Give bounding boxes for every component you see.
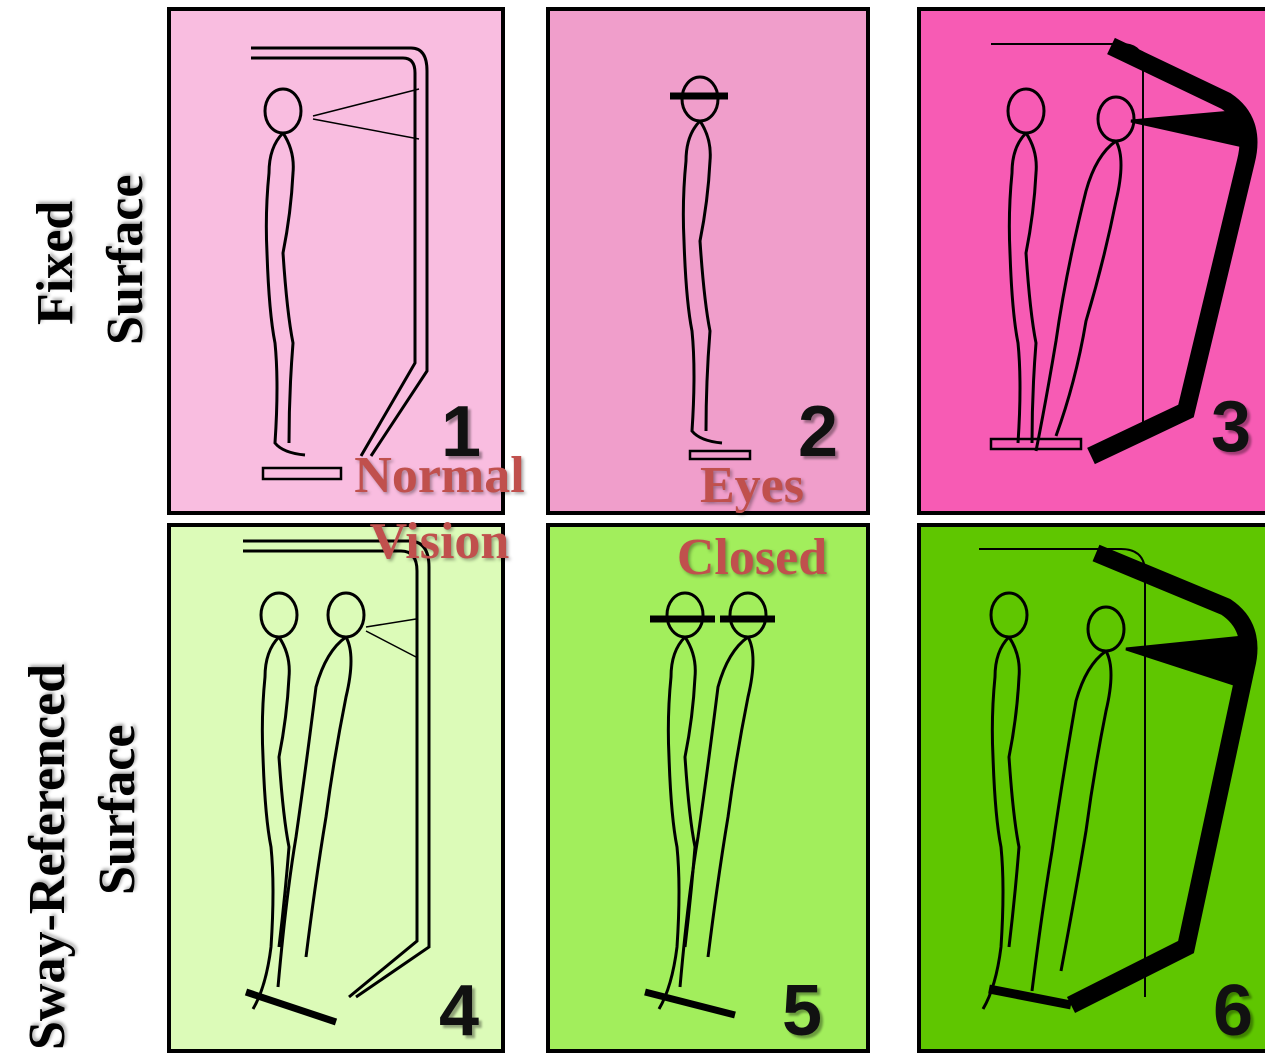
condition-panel-4: 4 — [167, 523, 505, 1053]
condition-panel-5: 5 — [546, 523, 870, 1053]
row-label-sway-line2: Surface — [92, 725, 144, 895]
row-label-sway-line1: Sway-Referenced — [22, 664, 74, 1050]
caption-line: Eyes — [652, 460, 852, 512]
condition-number: 4 — [439, 975, 479, 1047]
condition-panel-2: 2 — [546, 7, 870, 515]
condition-number: 3 — [1211, 391, 1251, 463]
caption-eyes-closed: Eyes Closed — [652, 460, 852, 584]
condition-panel-6: 6 — [917, 523, 1265, 1053]
condition-number: 5 — [782, 975, 822, 1047]
row-label-fixed-line1: Fixed — [30, 201, 82, 325]
condition-panel-1: 1 — [167, 7, 505, 515]
caption-line: Vision — [332, 516, 547, 568]
caption-line: Normal — [332, 450, 547, 502]
caption-line: Closed — [652, 532, 852, 584]
condition-panel-3: 3 — [917, 7, 1265, 515]
condition-number: 2 — [798, 396, 838, 468]
caption-normal-vision: Normal Vision — [332, 450, 547, 568]
condition-number: 6 — [1213, 975, 1253, 1047]
row-label-fixed-line2: Surface — [100, 175, 152, 345]
